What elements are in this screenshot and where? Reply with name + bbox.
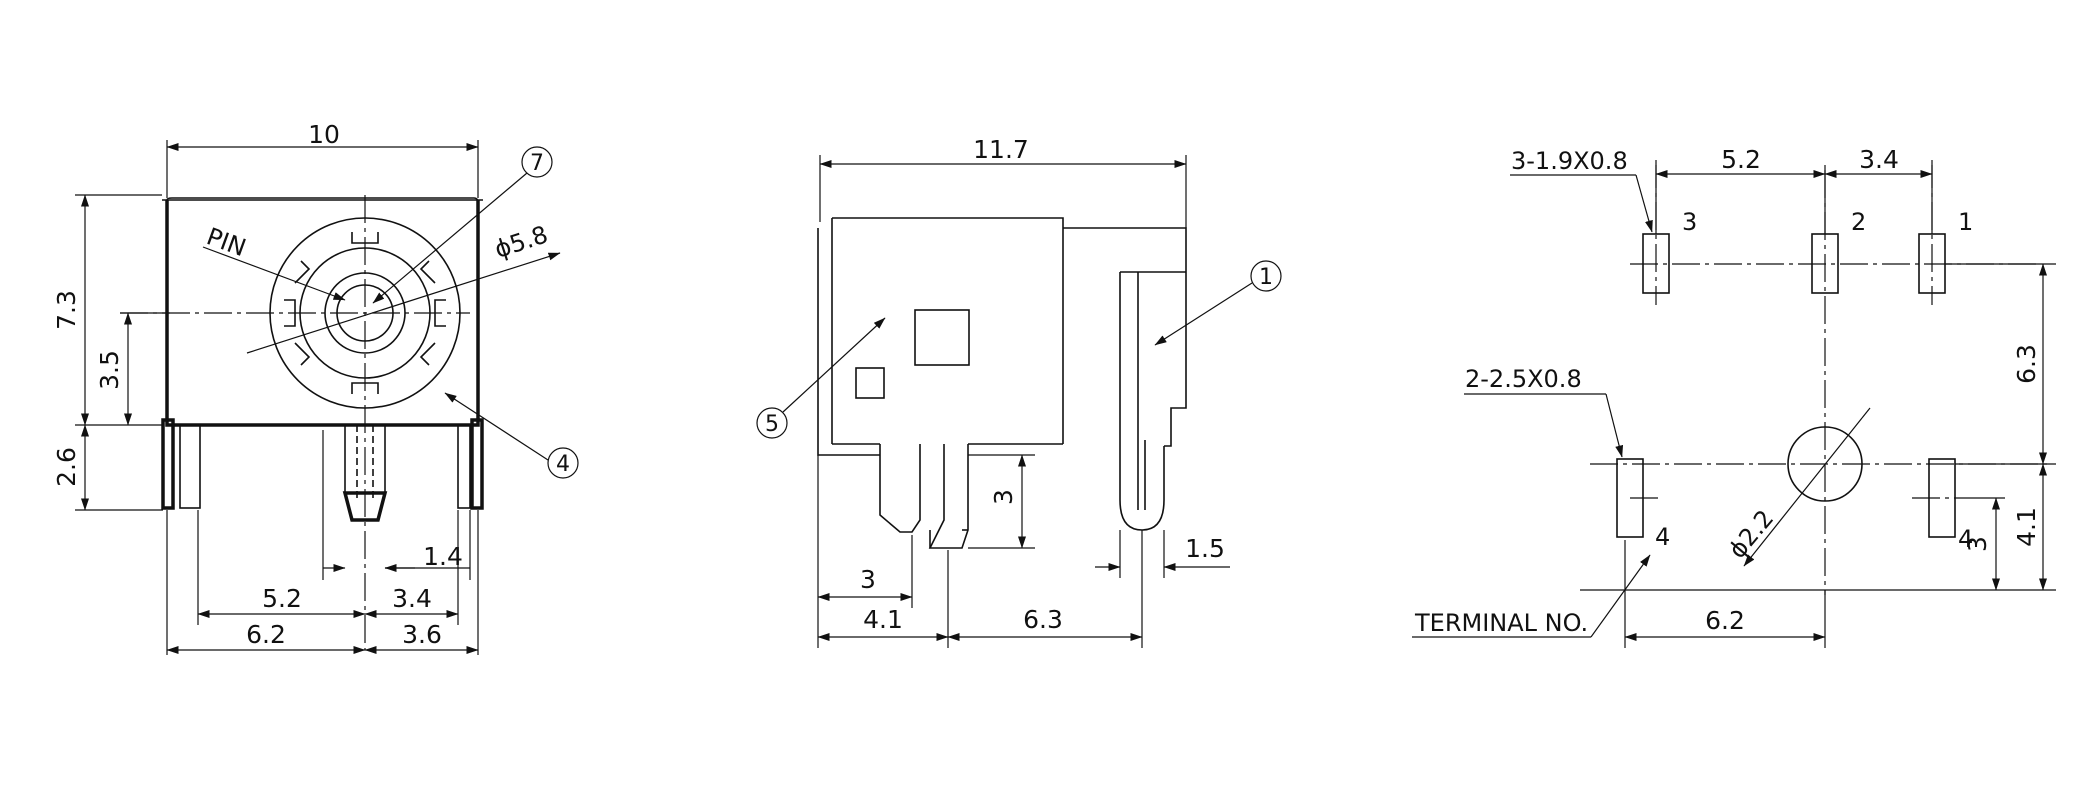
dim-vertical-c: 3	[1963, 536, 1992, 552]
pin-label: PIN	[203, 222, 250, 262]
pin-4-top: 4	[1655, 523, 1670, 551]
pin-3: 3	[1682, 208, 1697, 236]
dim-hole-diameter: ϕ5.8	[491, 220, 551, 263]
dim-bottom-pitch: 6.2	[1705, 606, 1745, 635]
dim-length: 11.7	[973, 135, 1029, 164]
dim-top-pitch-a: 5.2	[1721, 145, 1761, 174]
dim-outer-right: 3.6	[402, 620, 442, 649]
dim-pitch-right: 3.4	[392, 584, 432, 613]
dim-pitch-gap: 1.4	[423, 542, 463, 571]
balloon-1: 1	[1259, 265, 1273, 290]
label-slots-side: 2-2.5X0.8	[1465, 365, 1582, 393]
footprint-view: 3 2 1 4 4 ϕ2.2 5.2 3.4 3-1.9X0.8 2-2.5X0…	[1412, 145, 2056, 648]
dim-pitch-b: 6.3	[1023, 605, 1063, 634]
dim-outer-left: 6.2	[246, 620, 286, 649]
dim-height-center: 3.5	[95, 350, 124, 390]
dim-width: 10	[308, 120, 340, 149]
pin-2: 2	[1851, 208, 1866, 236]
balloon-7: 7	[530, 151, 544, 176]
dim-offset-front: 3	[860, 565, 876, 594]
dim-height-pins: 2.6	[52, 447, 81, 487]
label-slots-top: 3-1.9X0.8	[1511, 147, 1628, 175]
side-view: 11.7 3 1.5	[756, 135, 1282, 648]
dim-pitch-a: 4.1	[863, 605, 903, 634]
label-terminal-no: TERMINAL NO.	[1414, 609, 1588, 637]
balloon-4: 4	[556, 452, 570, 477]
front-view: 10 7.3 3.5 2.6 1.4 5.2 3.4 6.2 3.6 PIN	[52, 120, 579, 655]
balloon-5: 5	[765, 412, 779, 437]
dim-vertical-b: 4.1	[2012, 507, 2041, 547]
dim-vertical-a: 6.3	[2012, 344, 2041, 384]
dim-top-pitch-b: 3.4	[1859, 145, 1899, 174]
dim-hole-diameter-fp: ϕ2.2	[1723, 504, 1779, 563]
pin-1: 1	[1958, 208, 1973, 236]
pin-4-side: 4	[1958, 525, 1973, 553]
dim-pin-height: 3	[989, 489, 1018, 505]
dim-pitch-left: 5.2	[262, 584, 302, 613]
dim-pin-width: 1.5	[1185, 534, 1225, 563]
dim-height-total: 7.3	[52, 290, 81, 330]
